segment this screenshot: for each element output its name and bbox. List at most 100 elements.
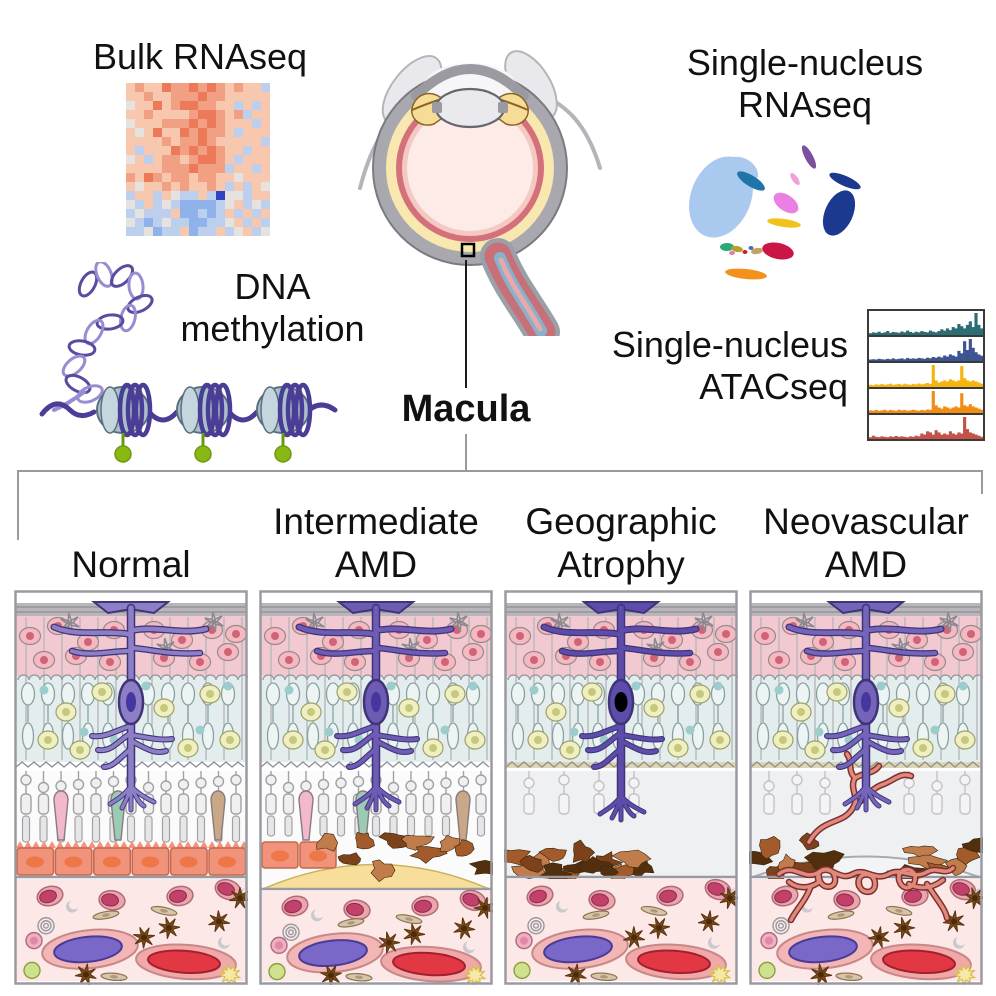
dna-wrap bbox=[213, 382, 233, 438]
atac-peak bbox=[906, 357, 910, 361]
atac-peak bbox=[960, 366, 964, 387]
dendritic-cell-core bbox=[876, 934, 882, 941]
atac-peak bbox=[965, 406, 970, 413]
teal-nucleus bbox=[195, 725, 205, 735]
dna-linker bbox=[39, 401, 97, 418]
heatmap-cell bbox=[144, 182, 153, 191]
muller-branch bbox=[374, 733, 419, 742]
large-vessel-lumen-purple bbox=[788, 935, 858, 964]
muller-branch bbox=[102, 747, 133, 769]
ring-cell bbox=[282, 923, 300, 941]
atac-peak bbox=[894, 332, 898, 335]
heatmap-cell bbox=[261, 83, 270, 92]
atac-peak bbox=[886, 384, 890, 387]
bipolar-cell-upper bbox=[670, 682, 686, 706]
heatmap-cell bbox=[207, 110, 216, 119]
condition-intermediate-line1: Intermediate bbox=[273, 501, 479, 542]
choroid-large-vessel-red bbox=[135, 943, 237, 981]
atac-peak bbox=[965, 350, 970, 361]
optic-nerve-core bbox=[498, 257, 543, 332]
photoreceptor-inner-segment bbox=[440, 793, 452, 815]
heatmap-cell bbox=[252, 101, 261, 110]
condition-geographic-line1: Geographic bbox=[525, 501, 717, 542]
ganglion-cell-nucleus bbox=[423, 636, 431, 644]
heatmap-cell bbox=[243, 92, 252, 101]
cone-photoreceptor bbox=[53, 790, 69, 841]
heatmap-cell bbox=[252, 83, 261, 92]
small-vessel-lumen bbox=[529, 889, 547, 904]
atac-peak bbox=[900, 331, 904, 335]
atac-peak bbox=[900, 436, 904, 439]
photoreceptor-outer-segment bbox=[231, 815, 241, 843]
photoreceptor-inner-segment bbox=[177, 793, 190, 815]
panel-border bbox=[14, 590, 248, 985]
heatmap-cell bbox=[261, 182, 270, 191]
atac-peak bbox=[894, 435, 898, 439]
atac-peak bbox=[917, 383, 921, 387]
heatmap-cell bbox=[252, 137, 261, 146]
choroid-large-vessel-purple bbox=[776, 928, 874, 970]
heatmap-cell bbox=[261, 191, 270, 200]
amacrine-nucleus bbox=[289, 736, 297, 744]
atac-peak bbox=[923, 358, 927, 361]
muller-branch bbox=[374, 784, 401, 804]
heatmap-cell bbox=[135, 137, 144, 146]
photoreceptor-nucleus bbox=[317, 778, 330, 791]
bipolar-cell-lower bbox=[61, 722, 75, 750]
heatmap-cell bbox=[126, 227, 135, 236]
fibroblast-nucleus bbox=[600, 975, 608, 979]
muller-branch bbox=[90, 724, 133, 739]
atac-peak bbox=[906, 330, 910, 335]
teal-nucleus bbox=[958, 681, 968, 691]
atac-peak bbox=[945, 434, 950, 439]
heatmap-cell bbox=[144, 155, 153, 164]
muller-branch bbox=[341, 731, 378, 753]
photoreceptor-inner-segment bbox=[819, 793, 831, 815]
atac-peak bbox=[931, 331, 935, 335]
heatmap-cell bbox=[126, 173, 135, 182]
atac-peak bbox=[886, 358, 890, 361]
rpe-debris-clump bbox=[316, 832, 339, 852]
heatmap-cell bbox=[225, 83, 234, 92]
heatmap-cell bbox=[198, 191, 207, 200]
crescent-cut bbox=[804, 899, 814, 910]
muller-branch bbox=[622, 646, 692, 656]
bulk-rnaseq-title: Bulk RNAseq bbox=[92, 36, 308, 77]
atac-peak bbox=[957, 407, 961, 413]
heatmap-cell bbox=[252, 92, 261, 101]
heatmap-cell bbox=[225, 182, 234, 191]
atac-peak bbox=[963, 341, 967, 361]
atac-track-signal bbox=[869, 391, 983, 413]
heatmap-cell bbox=[153, 137, 162, 146]
fibroblast-nucleus bbox=[592, 913, 600, 917]
heatmap-cell bbox=[243, 110, 252, 119]
atac-peak bbox=[957, 380, 961, 387]
atac-peak bbox=[871, 410, 875, 413]
ganglion-cell-nucleus bbox=[530, 656, 538, 664]
pink-cell-nucleus bbox=[275, 941, 283, 950]
eye-cross-section-illustration bbox=[358, 50, 602, 336]
photoreceptor-nucleus bbox=[212, 775, 225, 788]
dna-coil-loop bbox=[94, 262, 114, 288]
neovessel bbox=[856, 872, 877, 894]
amacrine-nucleus bbox=[451, 690, 459, 698]
amacrine-nucleus bbox=[98, 688, 106, 696]
heatmap-cell bbox=[243, 119, 252, 128]
heatmap-cell bbox=[261, 92, 270, 101]
atac-peak bbox=[891, 331, 895, 335]
heatmap-cell bbox=[180, 218, 189, 227]
atac-peak bbox=[931, 391, 935, 413]
ganglion-cell-nucleus bbox=[40, 656, 48, 664]
teal-nucleus bbox=[284, 685, 294, 695]
cone-photoreceptor bbox=[455, 790, 471, 841]
heatmap-cell bbox=[144, 209, 153, 218]
yellow-spiky-cell bbox=[463, 963, 487, 985]
atac-peak bbox=[948, 431, 952, 439]
umap-cluster-mixed-green bbox=[720, 243, 734, 251]
heatmap-cell bbox=[198, 182, 207, 191]
atac-peak bbox=[920, 409, 924, 413]
atac-peak bbox=[974, 352, 978, 361]
heatmap-cell bbox=[144, 227, 153, 236]
amacrine-nucleus bbox=[779, 736, 787, 744]
atac-peak bbox=[937, 432, 941, 439]
